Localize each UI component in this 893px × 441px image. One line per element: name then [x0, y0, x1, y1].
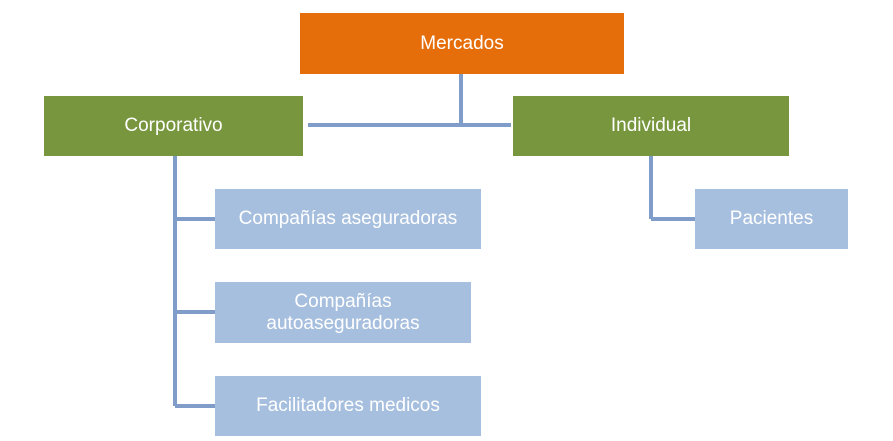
- node-companias-aseguradoras-label: Compañías aseguradoras: [238, 208, 458, 229]
- node-facilitadores-medicos-label: Facilitadores medicos: [256, 395, 440, 416]
- node-companias-autoaseguradoras-label: Compañías autoaseguradoras: [266, 290, 420, 334]
- node-mercados-label: Mercados: [420, 32, 504, 54]
- node-corporativo: Corporativo: [44, 96, 303, 156]
- node-mercados: Mercados: [300, 13, 624, 74]
- node-facilitadores-medicos: Facilitadores medicos: [215, 376, 481, 436]
- node-corporativo-label: Corporativo: [124, 115, 223, 136]
- node-pacientes: Pacientes: [695, 189, 848, 249]
- node-companias-aseguradoras: Compañías aseguradoras: [215, 189, 481, 249]
- node-pacientes-label: Pacientes: [729, 208, 814, 229]
- node-individual: Individual: [513, 96, 789, 156]
- node-companias-autoaseguradoras: Compañías autoaseguradoras: [215, 282, 471, 343]
- node-individual-label: Individual: [610, 115, 692, 136]
